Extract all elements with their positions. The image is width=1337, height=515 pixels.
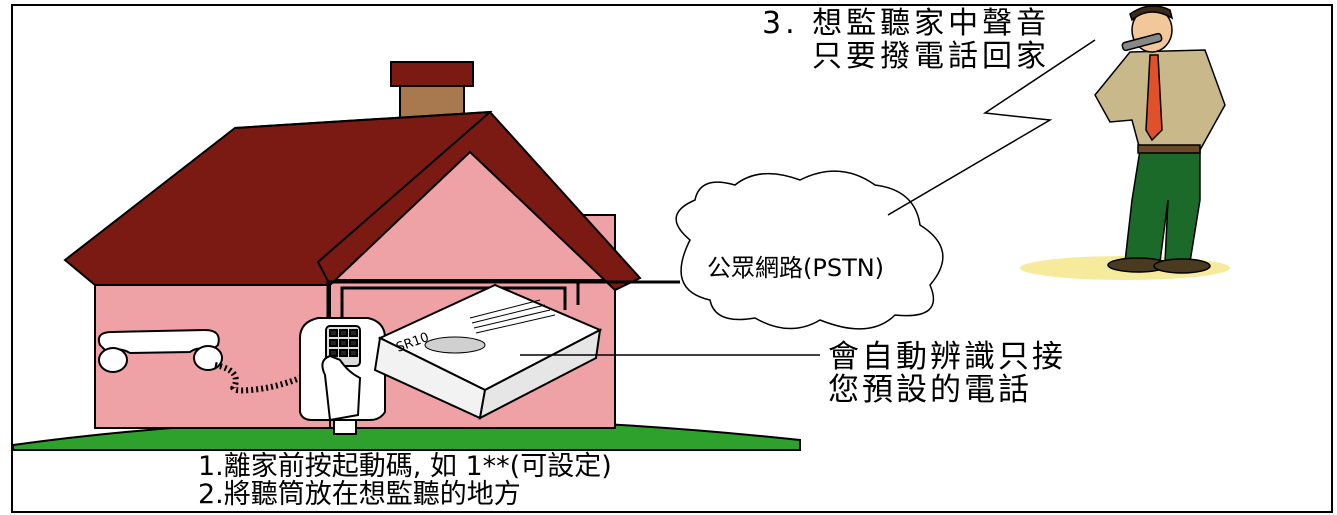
man-on-phone bbox=[1020, 5, 1230, 280]
chimney-cap bbox=[390, 61, 474, 87]
auto-recognize-line1: 會自動辨識只接 bbox=[828, 339, 1066, 375]
pstn-wire bbox=[576, 280, 680, 305]
step1-text: 1.離家前按起動碼, 如 1**(可設定) bbox=[198, 451, 612, 482]
network-label: 公眾網路(PSTN) bbox=[707, 254, 885, 282]
diagram-frame bbox=[11, 4, 1333, 513]
signal-line bbox=[887, 39, 1096, 216]
step3-line2: 只要撥電話回家 bbox=[812, 39, 1050, 74]
telephone-handset bbox=[97, 328, 223, 373]
sr10-device: SR10 bbox=[373, 283, 603, 420]
pstn-cloud bbox=[675, 170, 944, 330]
step3-line1: 3. 想監聽家中聲音 bbox=[762, 6, 1051, 41]
step2-text: 2.將聽筒放在想監聽的地方 bbox=[198, 479, 521, 510]
auto-recognize-line2: 您預設的電話 bbox=[828, 372, 1032, 408]
desk-telephone bbox=[299, 317, 386, 435]
